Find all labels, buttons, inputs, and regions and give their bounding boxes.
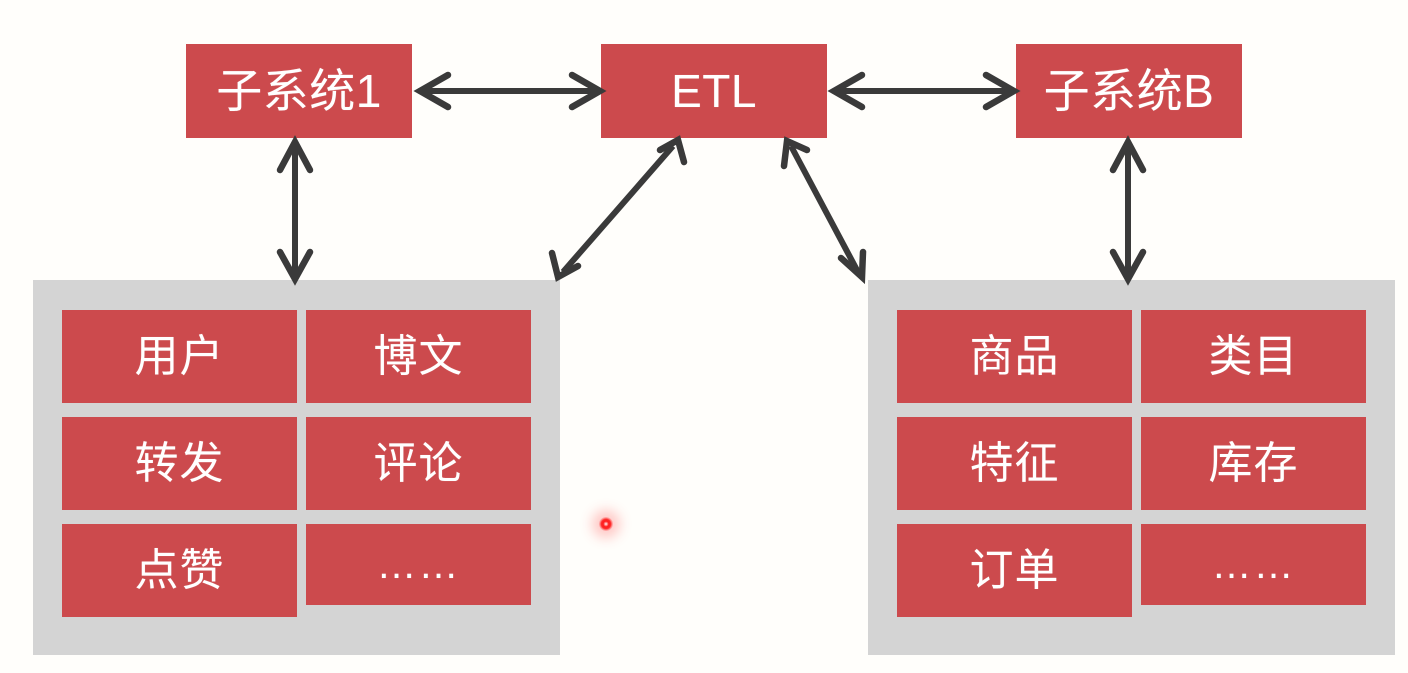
connector-etl-subb [827,71,1021,111]
right-data-panel: 商品 类目 特征 库存 订单 …… [868,280,1395,655]
tile-feature[interactable]: 特征 [897,417,1132,510]
click-indicator-dot [599,517,613,531]
connector-subb-rightpanel [1109,135,1147,286]
tile-stock[interactable]: 库存 [1141,417,1366,510]
connector-etl-rightpanel [780,136,867,285]
tile-more-left[interactable]: …… [306,524,531,605]
tile-category[interactable]: 类目 [1141,310,1366,403]
tile-more-right[interactable]: …… [1141,524,1366,605]
tile-order[interactable]: 订单 [897,524,1132,617]
tile-comment[interactable]: 评论 [306,417,531,510]
node-etl[interactable]: ETL [601,44,827,138]
connector-sub1-etl [413,71,607,111]
tile-user[interactable]: 用户 [62,310,297,403]
left-data-panel: 用户 博文 转发 评论 点赞 …… [33,280,560,655]
connector-sub1-leftpanel [276,135,314,286]
connector-etl-leftpanel [548,135,688,282]
tile-like[interactable]: 点赞 [62,524,297,617]
tile-repost[interactable]: 转发 [62,417,297,510]
node-subsystem-b[interactable]: 子系统B [1016,44,1242,138]
node-subsystem-1[interactable]: 子系统1 [186,44,412,138]
tile-product[interactable]: 商品 [897,310,1132,403]
tile-post[interactable]: 博文 [306,310,531,403]
